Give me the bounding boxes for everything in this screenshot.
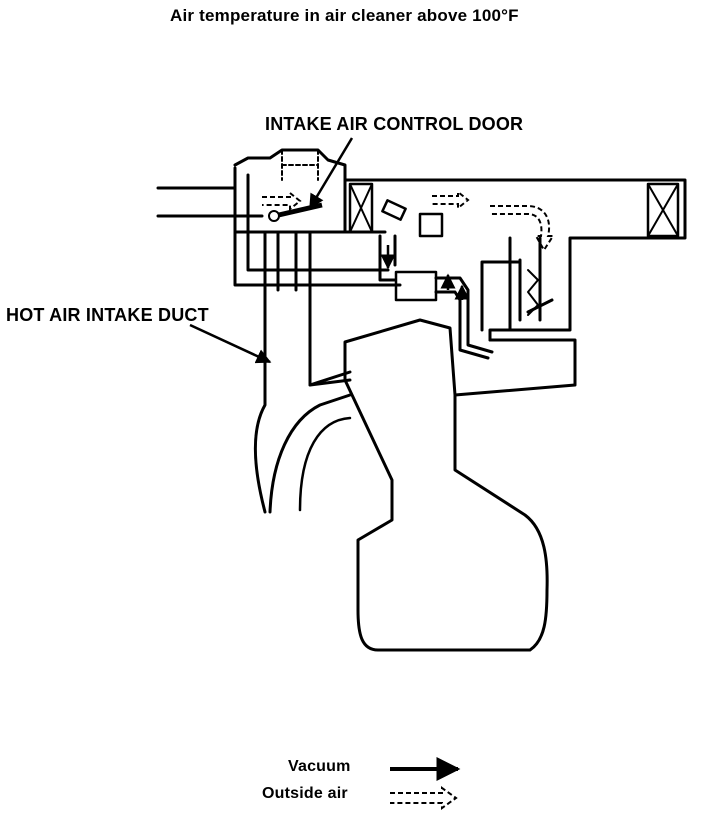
legend-outside-air-arrow — [390, 786, 458, 810]
hot-air-loop — [233, 166, 402, 287]
vacuum-flow-arrows — [380, 245, 470, 300]
door-housing — [233, 148, 347, 234]
temperature-sensor — [381, 199, 444, 238]
duct-leader-line — [189, 323, 272, 364]
legend-vacuum-label: Vacuum — [288, 758, 351, 775]
hot-air-intake-duct — [253, 368, 352, 514]
door-leader-line — [308, 137, 354, 210]
diagram-title: Air temperature in air cleaner above 100… — [170, 6, 519, 25]
throttle-body — [480, 236, 542, 332]
exhaust-manifold — [343, 318, 549, 652]
outside-air-flow-arrows — [262, 189, 555, 252]
label-hot-air-intake-duct: HOT AIR INTAKE DUCT — [6, 305, 209, 325]
vacuum-hose — [378, 234, 494, 360]
filter-element-right — [646, 182, 680, 238]
filter-element-left — [348, 182, 374, 234]
fresh-air-inlet-pipe — [156, 186, 264, 218]
legend-outside-air-label: Outside air — [262, 785, 348, 802]
label-intake-air-control-door: INTAKE AIR CONTROL DOOR — [265, 114, 524, 134]
